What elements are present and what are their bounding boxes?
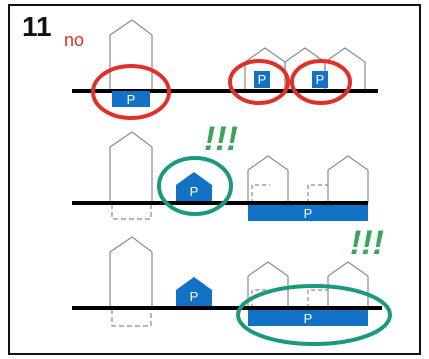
- tower-building-outline: [109, 19, 153, 91]
- parking-label: P: [127, 92, 136, 107]
- verdict-no-label: no: [64, 30, 84, 50]
- house-building-outline: [247, 261, 289, 308]
- exclamation-marks: !!!: [350, 224, 384, 262]
- parking-label: P: [304, 206, 313, 221]
- rejected-circle: [290, 59, 352, 105]
- basement-outline-dashed: [111, 204, 152, 220]
- house-building-outline: [247, 155, 289, 203]
- parking-label: P: [258, 72, 267, 87]
- approved-circle: [236, 284, 392, 346]
- house-interior-dashed: [307, 184, 328, 203]
- parking-label: P: [316, 72, 325, 87]
- basement-outline-dashed: [111, 309, 152, 327]
- parking-ground-floor: [312, 71, 328, 88]
- row-standalone-garage: !!! P P: [72, 120, 369, 221]
- parking-label: P: [190, 184, 199, 199]
- parking-underground: [248, 310, 368, 326]
- parking-underground: [248, 205, 368, 221]
- exclamation-marks: !!!: [204, 120, 238, 158]
- rejected-circle: [228, 59, 290, 105]
- parking-label: P: [190, 289, 199, 304]
- parking-ground-floor: [112, 91, 150, 107]
- parking-ground-floor: [254, 71, 270, 88]
- parking-label: P: [304, 311, 313, 326]
- house-building-outline: [327, 155, 369, 203]
- house-interior-dashed: [307, 289, 328, 308]
- parking-garage-building: [176, 172, 212, 201]
- tower-building-outline: [109, 131, 153, 203]
- row-no: P P P: [72, 19, 378, 120]
- figure-frame: [8, 4, 421, 355]
- tower-building-outline: [109, 236, 153, 308]
- house-interior-dashed: [251, 289, 270, 308]
- rejected-circle: [91, 64, 171, 120]
- figure-number: 11: [22, 11, 52, 42]
- approved-circle: [157, 156, 233, 216]
- house-interior-dashed: [251, 184, 270, 203]
- parking-garage-building: [176, 277, 212, 306]
- row-shared-underground: !!! P P: [72, 224, 392, 346]
